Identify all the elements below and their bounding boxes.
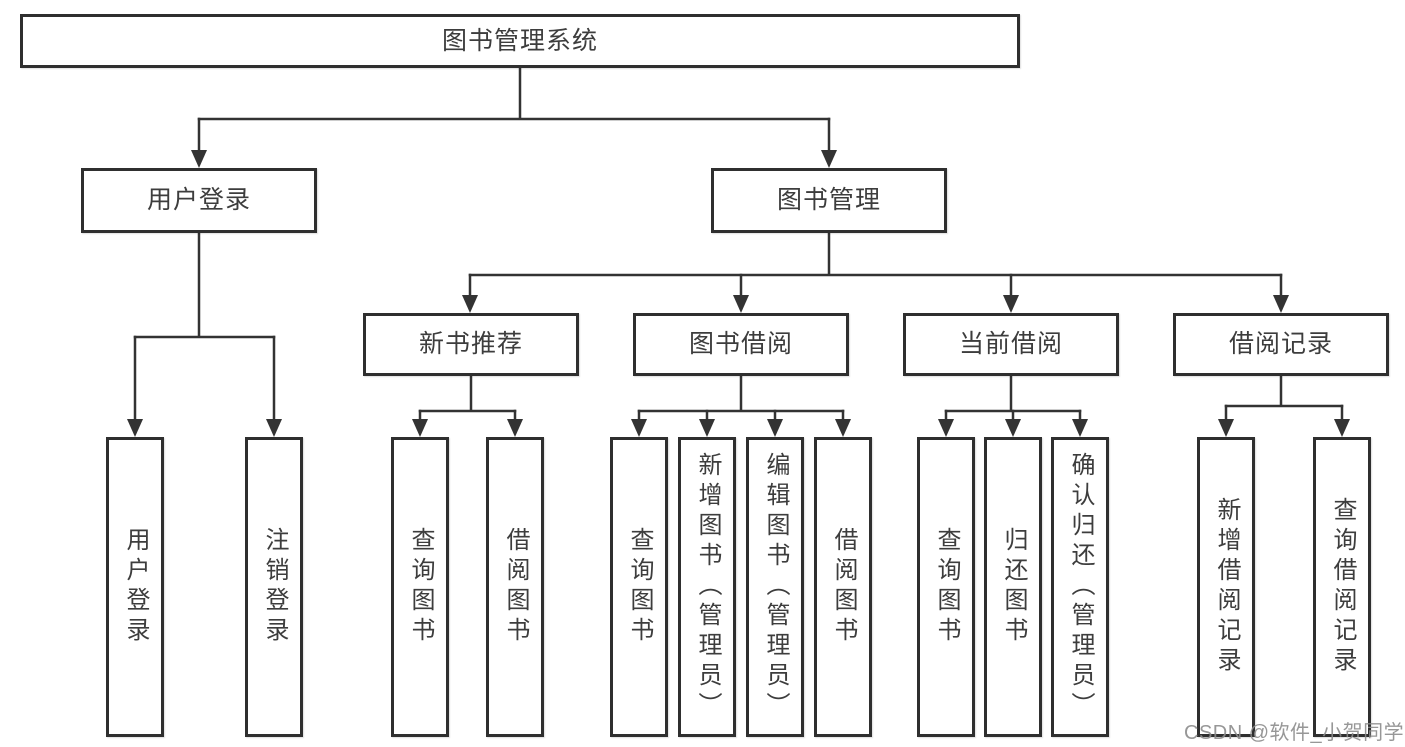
node-library-management-system: 图书管理系统 <box>20 14 1020 68</box>
leaf-label: 借阅图书 <box>502 527 529 647</box>
leaf-label: 新增借阅记录 <box>1213 497 1240 677</box>
node-label: 新书推荐 <box>418 330 523 358</box>
leaf-label: 查询借阅记录 <box>1329 497 1356 677</box>
leaf-confirm-return-admin: 确认归还（管理员） <box>1051 437 1109 737</box>
leaf-return-books: 归还图书 <box>984 437 1042 737</box>
leaf-label: 查询图书 <box>407 527 434 647</box>
node-borrowing-records: 借阅记录 <box>1173 313 1389 376</box>
node-label: 用户登录 <box>146 186 251 214</box>
leaf-logout: 注销登录 <box>245 437 303 737</box>
node-label: 图书管理 <box>776 186 881 214</box>
leaf-borrow-books: 借阅图书 <box>814 437 872 737</box>
leaf-label: 查询图书 <box>933 527 960 647</box>
leaf-label: 借阅图书 <box>830 527 857 647</box>
node-label: 借阅记录 <box>1228 330 1333 358</box>
leaf-label: 编辑图书（管理员） <box>762 452 789 722</box>
leaf-label: 归还图书 <box>1000 527 1027 647</box>
leaf-query-books-borrowing: 查询图书 <box>610 437 668 737</box>
node-label: 图书借阅 <box>688 330 793 358</box>
leaf-label: 用户登录 <box>122 527 149 647</box>
leaf-user-login: 用户登录 <box>106 437 164 737</box>
node-label: 图书管理系统 <box>441 26 598 55</box>
arrowheads <box>127 150 1350 437</box>
node-label: 当前借阅 <box>958 330 1063 358</box>
leaf-borrow-books-recommend: 借阅图书 <box>486 437 544 737</box>
leaf-add-books-admin: 新增图书（管理员） <box>678 437 736 737</box>
node-user-login: 用户登录 <box>81 168 317 233</box>
leaf-label: 新增图书（管理员） <box>694 452 721 722</box>
node-current-borrowing: 当前借阅 <box>903 313 1119 376</box>
leaf-label: 查询图书 <box>626 527 653 647</box>
node-book-borrowing: 图书借阅 <box>633 313 849 376</box>
csdn-watermark: CSDN @软件_小贺同学 <box>1184 722 1405 744</box>
leaf-edit-books-admin: 编辑图书（管理员） <box>746 437 804 737</box>
leaf-query-borrow-record: 查询借阅记录 <box>1313 437 1371 737</box>
leaf-label: 确认归还（管理员） <box>1067 452 1094 722</box>
leaf-label: 注销登录 <box>261 527 288 647</box>
leaf-query-books-current: 查询图书 <box>917 437 975 737</box>
leaf-add-borrow-record: 新增借阅记录 <box>1197 437 1255 737</box>
node-new-book-recommendation: 新书推荐 <box>363 313 579 376</box>
node-book-management: 图书管理 <box>711 168 947 233</box>
leaf-query-books-recommend: 查询图书 <box>391 437 449 737</box>
